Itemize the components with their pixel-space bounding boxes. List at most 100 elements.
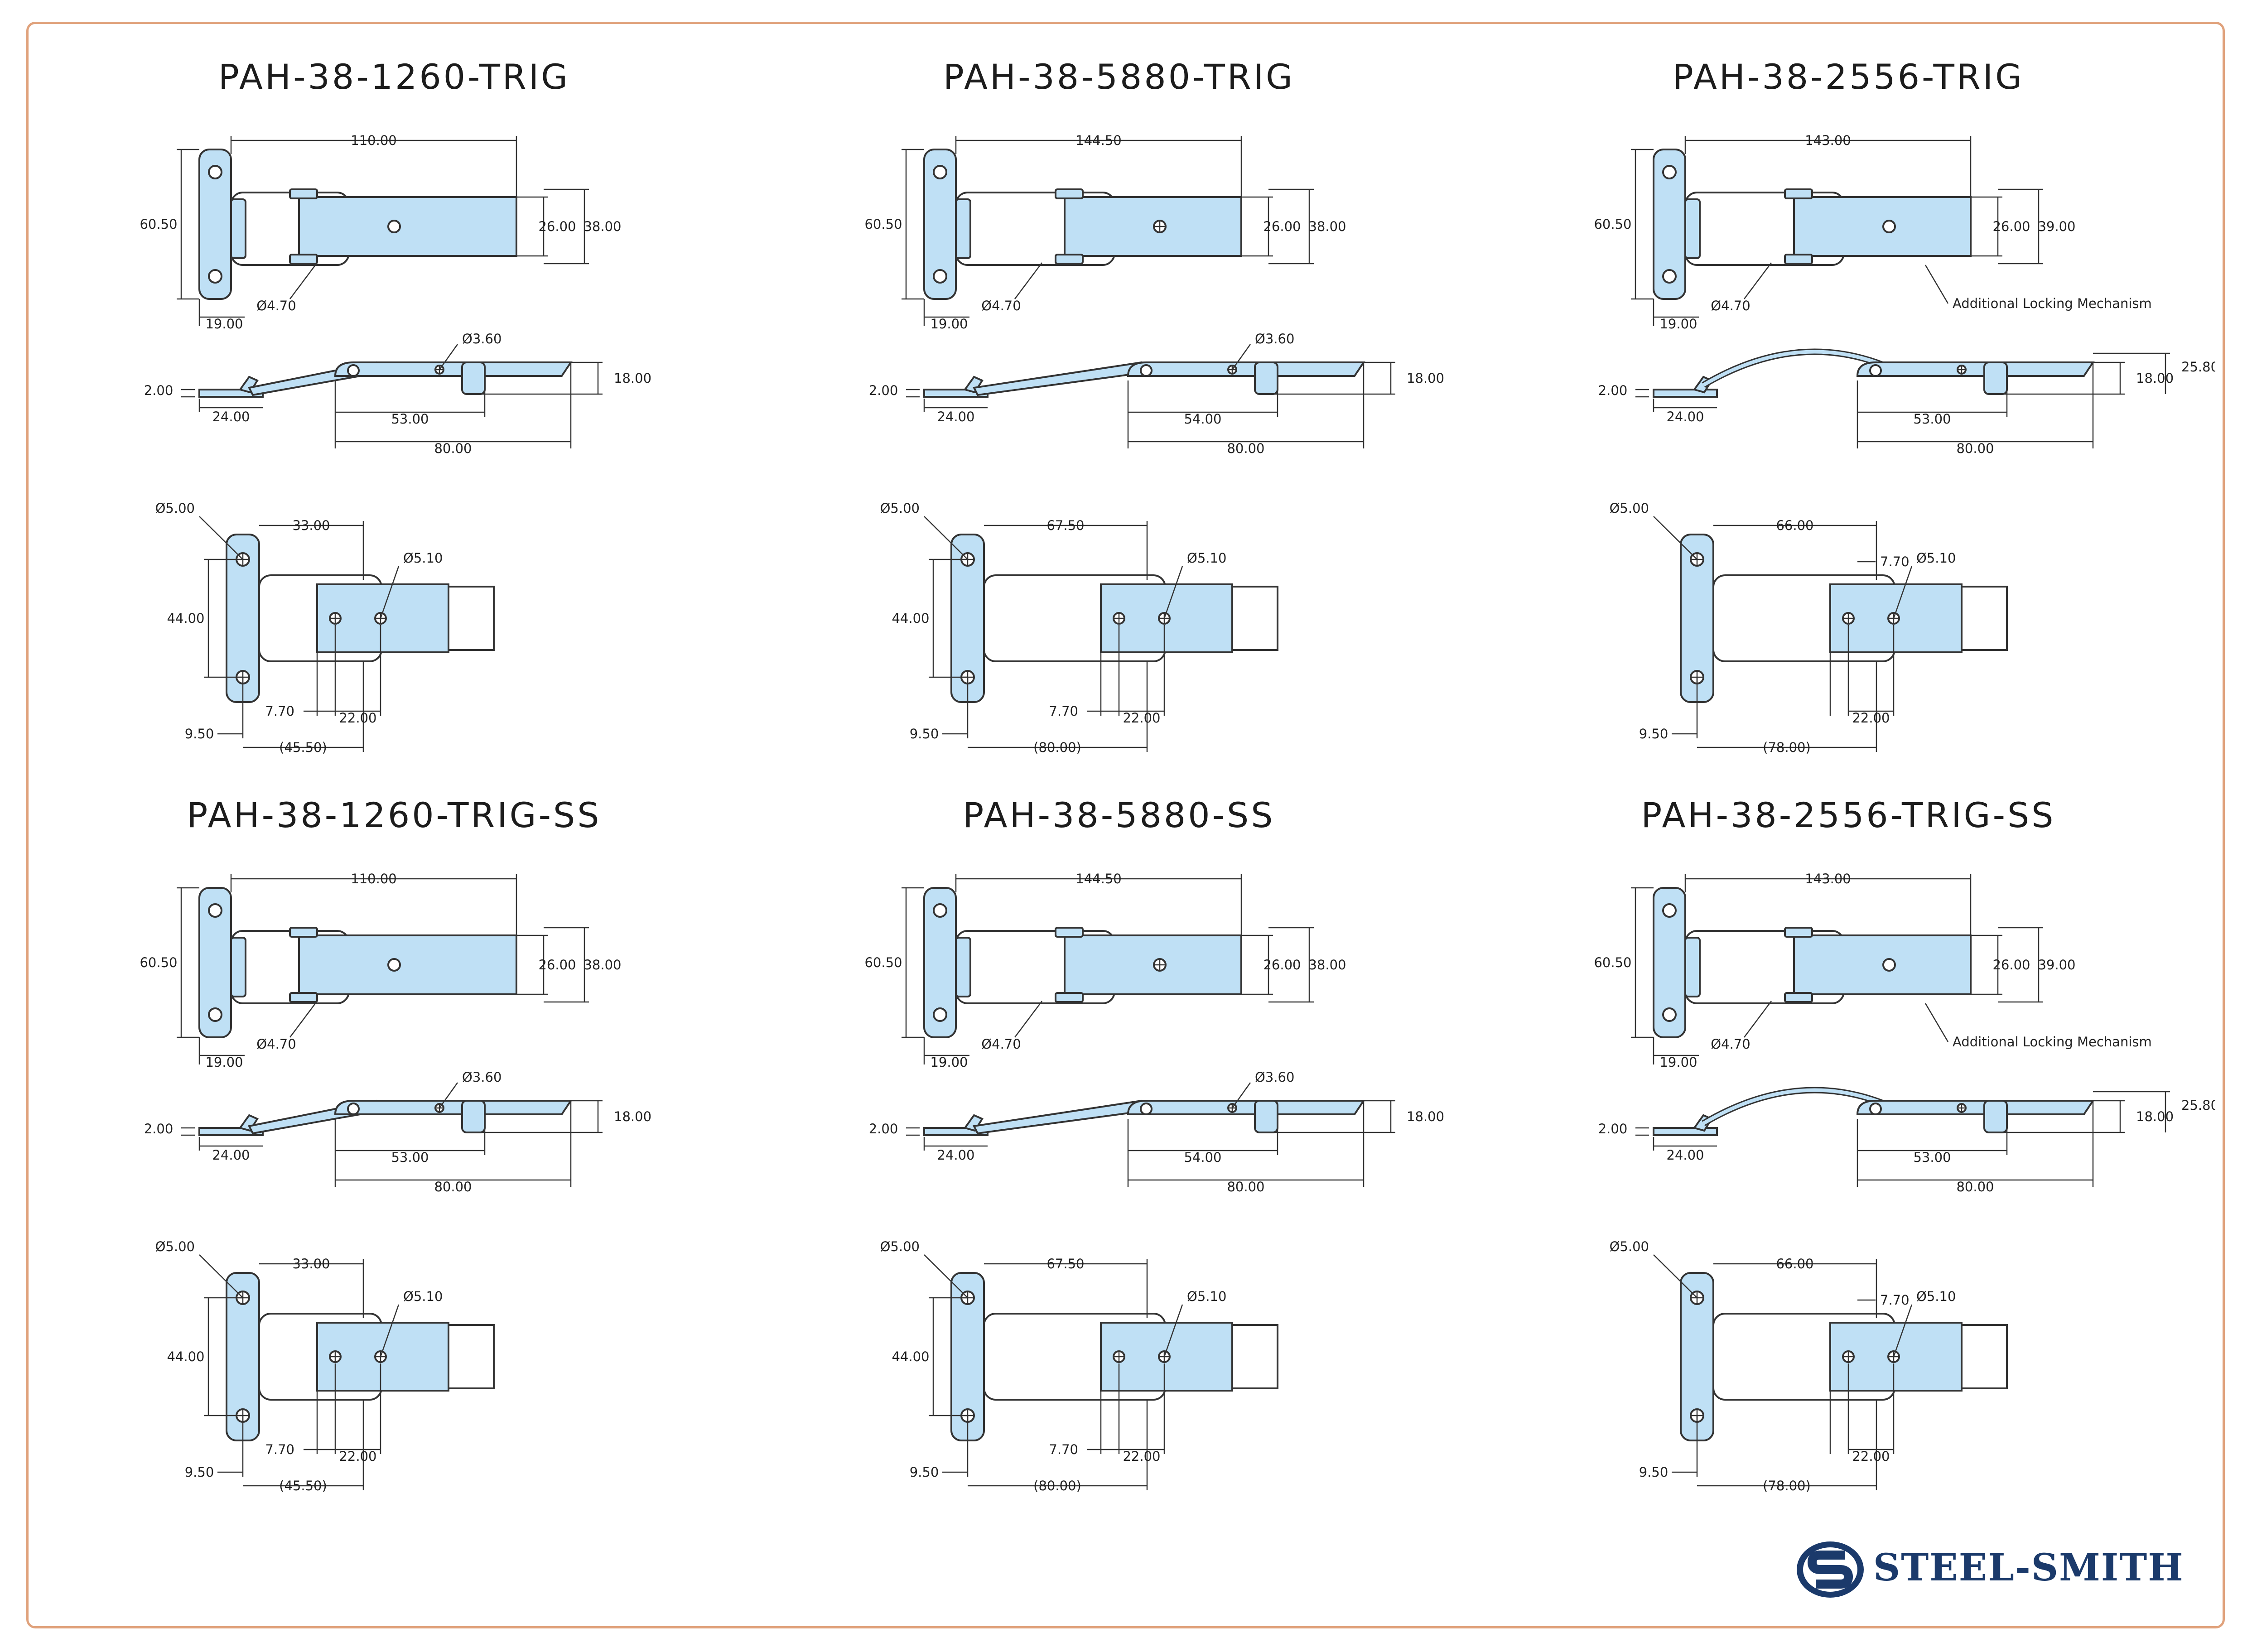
dim-d1-label: 53.00 — [1913, 411, 1951, 427]
note-label: Additional Locking Mechanism — [1953, 1034, 2152, 1050]
dim-pitch-label: 19.00 — [205, 316, 243, 332]
part-number-title: PAH-38-1260-TRIG-SS — [187, 795, 602, 835]
dim-d1-label: 53.00 — [391, 1150, 429, 1165]
bail-hole-label: Ø4.70 — [981, 298, 1021, 313]
dim-offset-label: 24.00 — [1666, 1147, 1704, 1163]
dim-height-label: 60.50 — [1594, 955, 1631, 970]
steel-smith-s-logo-icon — [1797, 1541, 1864, 1598]
dim-thick-label: 2.00 — [144, 1121, 174, 1137]
clip-lower — [289, 992, 318, 1003]
pin-label: Ø3.60 — [1255, 331, 1294, 347]
side-body — [1127, 1100, 1365, 1115]
leader — [924, 516, 968, 560]
plate-hole-lower — [208, 269, 222, 284]
leader — [1163, 566, 1183, 619]
dim-rise-label: 18.00 — [614, 371, 651, 386]
dim-d2-label: 80.00 — [434, 441, 472, 456]
dim-inner-label: 26.00 — [538, 957, 576, 973]
leader — [439, 1082, 458, 1108]
dim-thick-label: 2.00 — [1598, 1121, 1628, 1137]
dim-base-height-label: 44.00 — [167, 1349, 204, 1364]
hinge-block — [230, 198, 246, 259]
dim-total-label: (80.00) — [1033, 740, 1081, 755]
dim-d2-label: 80.00 — [1227, 1179, 1264, 1194]
dim-length-label: 110.00 — [351, 133, 396, 148]
dim-d1-label: 53.00 — [391, 411, 429, 427]
dim-base-height-label: 44.00 — [167, 611, 204, 626]
body-center-hole — [1882, 958, 1896, 972]
clip-lower — [1784, 254, 1813, 265]
dim-span-label: 66.00 — [1776, 1256, 1813, 1272]
side-body — [334, 361, 573, 377]
leader — [1231, 1082, 1251, 1108]
leader — [1924, 1003, 1949, 1042]
clip-lower — [1055, 992, 1084, 1003]
clip-lower — [289, 254, 318, 265]
dim-height-label: 60.50 — [140, 955, 177, 970]
side-body — [1127, 361, 1365, 377]
side-body — [1856, 1100, 2095, 1115]
curved-lever-fill — [1702, 350, 1899, 387]
hinge-block — [230, 937, 246, 997]
base-tongue — [1961, 1324, 2008, 1389]
dim-extra-label: 25.80 — [2181, 1098, 2215, 1113]
dim-offset-label: 24.00 — [212, 409, 250, 424]
leader — [1163, 1304, 1183, 1357]
straight-lever — [972, 361, 1148, 396]
side-spring — [461, 361, 486, 395]
base-tab — [1653, 389, 1718, 398]
bail-hole-label: Ø4.70 — [981, 1036, 1021, 1052]
dim-outer-label: 39.00 — [2038, 219, 2075, 234]
leader — [1014, 1001, 1042, 1038]
clip-upper — [1055, 927, 1084, 938]
tab-hook — [963, 1114, 984, 1132]
dim-s1-label: 7.70 — [1049, 1442, 1078, 1457]
plate-hole-lower — [208, 1007, 222, 1022]
clip-upper — [1055, 188, 1084, 199]
bail-hole-label: Ø4.70 — [1711, 1036, 1750, 1052]
dim-length-label: 143.00 — [1805, 133, 1851, 148]
base-tab — [1653, 1127, 1718, 1136]
dim-s1-label: 7.70 — [1049, 703, 1078, 719]
brand-name: STEEL-SMITH — [1873, 1546, 2184, 1589]
dim-height-label: 60.50 — [864, 955, 902, 970]
bail-hole-label: Ø4.70 — [256, 298, 296, 313]
dim-pitch-label: 19.00 — [930, 1055, 968, 1070]
plate-hole-lower — [1662, 1007, 1677, 1022]
base-hole-label: Ø5.00 — [880, 501, 920, 516]
dim-total-label: (78.00) — [1763, 740, 1811, 755]
dim-base-height-label: 44.00 — [892, 611, 929, 626]
side-pivot — [1140, 364, 1153, 377]
leader — [1653, 1254, 1697, 1298]
dim-rise-label: 18.00 — [1407, 1109, 1444, 1124]
dim-inner-label: 26.00 — [1263, 219, 1301, 234]
side-body — [334, 1100, 573, 1115]
dim-outer-label: 38.00 — [583, 957, 621, 973]
dim-length-label: 110.00 — [351, 871, 396, 886]
plate-hole-lower — [1662, 269, 1677, 284]
dim-pitch-label: 19.00 — [1659, 316, 1697, 332]
leader — [924, 1254, 968, 1298]
latch-panel: PAH-38-1260-TRIG-SS 110.00 60.50 26.00 38.00… — [27, 793, 761, 1527]
dim-thick-label: 2.00 — [1598, 383, 1628, 398]
pin-label: Ø3.60 — [1255, 1069, 1294, 1085]
body-center-hole — [387, 220, 401, 233]
base-tongue — [1231, 1324, 1278, 1389]
dim-mid-label: 7.70 — [1880, 1292, 1910, 1308]
base-tongue — [448, 586, 495, 651]
dim-d2-label: 80.00 — [1956, 1179, 1994, 1194]
base-tongue — [1961, 586, 2008, 651]
dim-outer-label: 38.00 — [1308, 957, 1346, 973]
leader — [1924, 265, 1949, 304]
